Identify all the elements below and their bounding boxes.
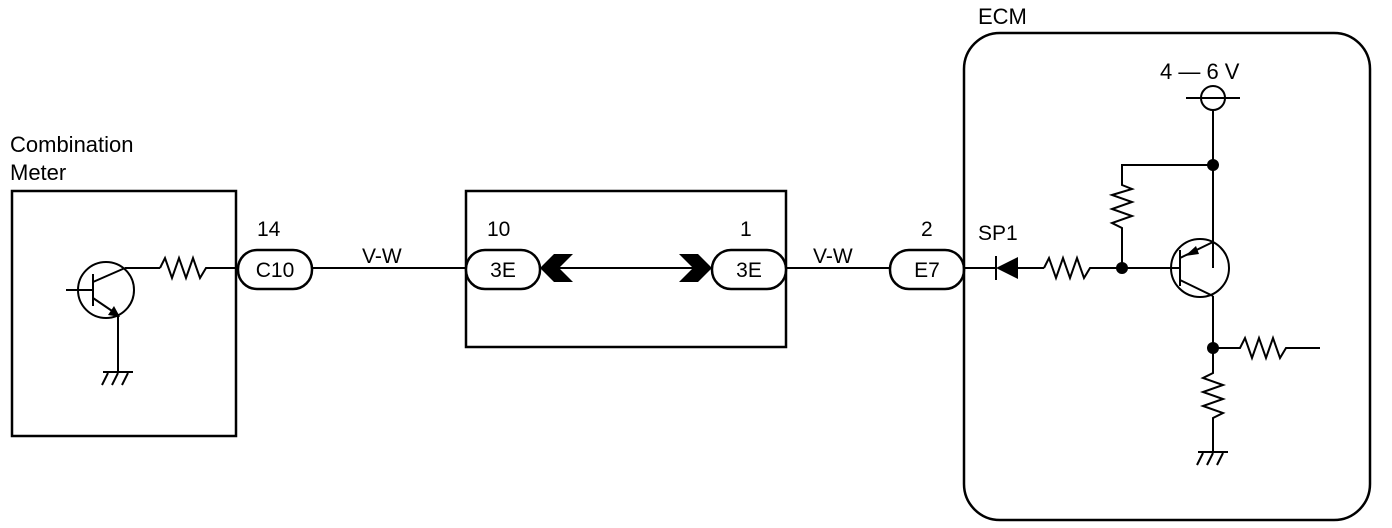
meter-resistor-icon — [159, 254, 238, 282]
wire-right-color: V-W — [813, 245, 853, 268]
ecm-emitter-resistor-icon — [1199, 348, 1227, 452]
chevron-left-icon — [540, 254, 573, 282]
connector-3e-right-name: 3E — [736, 259, 762, 282]
ecm-transistor-symbol — [1170, 238, 1230, 348]
splice-sp1-label: SP1 — [978, 222, 1018, 245]
combination-meter: Combination Meter — [10, 132, 238, 438]
diode-icon — [995, 256, 1018, 280]
combination-meter-label-line1: Combination — [10, 132, 134, 157]
ecm-ground-icon — [1196, 451, 1228, 466]
connector-e7: 2 E7 — [888, 218, 966, 291]
junction-dot — [1207, 159, 1219, 171]
ecm-output-resistor-icon — [1213, 334, 1320, 362]
ecm-bias-resistor-icon — [1108, 164, 1213, 268]
connector-3e-right — [710, 248, 788, 291]
ecm-box — [962, 31, 1372, 522]
connector-c10-name: C10 — [256, 259, 295, 282]
combination-meter-label-line2: Meter — [10, 160, 66, 185]
connector-c10: 14 C10 — [236, 218, 314, 291]
voltage-source-icon — [1186, 85, 1240, 268]
ecm: ECM 4 — 6 V SP1 — [962, 4, 1372, 522]
connector-3e-right-pin: 1 — [740, 218, 752, 241]
junction-block-3e: 10 3E 1 3E — [464, 189, 788, 349]
wire-left-color: V-W — [362, 245, 402, 268]
meter-ground-icon — [101, 371, 133, 386]
connector-3e-left-pin: 10 — [487, 218, 510, 241]
connector-e7-pin: 2 — [921, 218, 933, 241]
connector-e7-name: E7 — [914, 259, 940, 282]
connector-3e-left-name: 3E — [490, 259, 516, 282]
ecm-input-resistor-icon — [1043, 254, 1122, 282]
meter-transistor-symbol — [66, 261, 160, 372]
chevron-right-icon — [679, 254, 712, 282]
ecm-voltage-label: 4 — 6 V — [1160, 59, 1240, 84]
connector-c10-pin: 14 — [257, 218, 281, 241]
connector-3e-left — [464, 248, 542, 291]
ecm-label: ECM — [978, 4, 1027, 29]
combination-meter-box — [10, 189, 238, 438]
